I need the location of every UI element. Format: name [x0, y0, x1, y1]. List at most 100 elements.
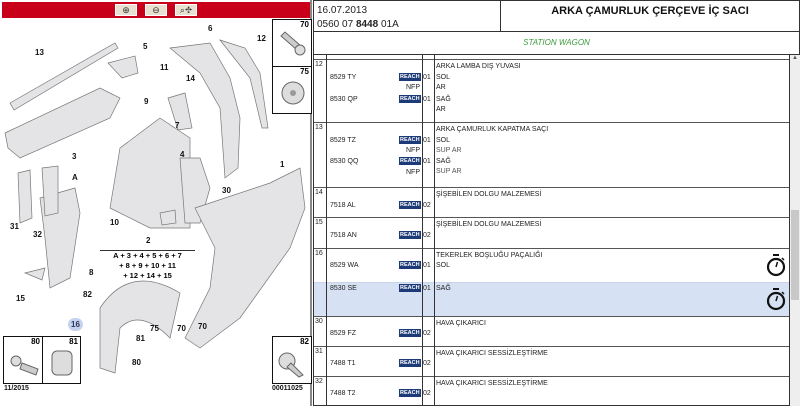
part-note: AR	[436, 106, 446, 113]
callout-label: 1	[280, 160, 285, 169]
quantity: 02	[423, 390, 431, 397]
reach-badge: REACH	[399, 329, 421, 337]
callout-label: 4	[180, 150, 185, 159]
part-number[interactable]: 7518 AN	[330, 232, 357, 239]
part-number[interactable]: 8530 SE	[330, 285, 357, 292]
item-number: 30	[315, 318, 323, 325]
part-description: HAVA ÇIKARICI SESSİZLEŞTİRME	[436, 350, 548, 357]
ref-suffix: 01A	[378, 19, 399, 30]
fastener-box-75: 75	[272, 66, 312, 114]
assembly-formula: A + 3 + 4 + 5 + 6 + 7 + 8 + 9 + 10 + 11 …	[100, 250, 195, 281]
scroll-up-icon[interactable]: ▲	[792, 55, 798, 61]
reach-badge: REACH	[399, 261, 421, 269]
callout-label: 7	[175, 121, 180, 130]
quantity: 01	[423, 137, 431, 144]
part-number[interactable]: 8530 QP	[330, 96, 358, 103]
stopwatch-icon[interactable]	[765, 287, 787, 311]
parts-list-panel: 16.07.2013 0560 07 8448 01A ARKA ÇAMURLU…	[313, 0, 800, 406]
part-description: HAVA ÇIKARICI	[436, 320, 486, 327]
zoom-fit-icon[interactable]: ⌕✥	[175, 4, 197, 16]
parts-header: 16.07.2013 0560 07 8448 01A ARKA ÇAMURLU…	[313, 0, 800, 32]
part-number[interactable]: 8529 WA	[330, 262, 359, 269]
part-description: ARKA ÇAMURLUK KAPATMA SAÇI	[436, 126, 549, 133]
ref-bold: 8448	[355, 19, 379, 30]
reach-badge: REACH	[399, 359, 421, 367]
callout-label: 3	[72, 152, 77, 161]
page-title: ARKA ÇAMURLUK ÇERÇEVE İÇ SACI	[551, 5, 749, 17]
callout-label: 75	[150, 324, 159, 333]
part-description: ŞİŞEBİLEN DOLGU MALZEMESİ	[436, 221, 542, 228]
callout-label: 81	[136, 334, 145, 343]
callout-label: 14	[186, 74, 195, 83]
callout-label-selected[interactable]: 16	[68, 318, 83, 331]
part-side: SAĞ	[436, 96, 451, 103]
callout-label: 32	[33, 230, 42, 239]
part-number[interactable]: 7518 AL	[330, 202, 356, 209]
part-side: SAĞ	[436, 285, 451, 292]
part-description: HAVA ÇIKARICI SESSİZLEŞTİRME	[436, 380, 548, 387]
scrollbar-thumb[interactable]	[791, 210, 799, 300]
callout-label: 8	[89, 268, 94, 277]
part-description: ARKA LAMBA DIŞ YUVASI	[436, 63, 521, 70]
callout-label: 2	[146, 236, 151, 245]
part-note: AR	[436, 84, 446, 91]
formula-line: A + 3 + 4 + 5 + 6 + 7	[113, 251, 182, 260]
box-number: 75	[300, 67, 309, 76]
zoom-out-icon[interactable]: ⊖	[145, 4, 167, 16]
table-row-selected[interactable]: 8530 SE REACH 01 SAĞ	[314, 282, 789, 316]
zoom-in-icon[interactable]: ⊕	[115, 4, 137, 16]
reach-badge: REACH	[399, 136, 421, 144]
reach-badge: REACH	[399, 284, 421, 292]
callout-label: 31	[10, 222, 19, 231]
formula-line: + 12 + 14 + 15	[123, 271, 172, 280]
quantity: 02	[423, 202, 431, 209]
reach-badge: REACH	[399, 157, 421, 165]
diagram-toolbar: ⊕ ⊖ ⌕✥	[2, 2, 310, 18]
callout-label: 70	[198, 322, 207, 331]
stopwatch-icon[interactable]	[765, 253, 787, 277]
table-row[interactable]: 15 ŞİŞEBİLEN DOLGU MALZEMESİ 7518 AN REA…	[314, 217, 789, 248]
box-number: 81	[69, 337, 78, 346]
callout-label: 13	[35, 48, 44, 57]
table-row[interactable]: 32 HAVA ÇIKARICI SESSİZLEŞTİRME 7488 T2 …	[314, 376, 789, 405]
table-scrollbar[interactable]: ▲	[790, 54, 800, 406]
table-row[interactable]: 14 ŞİŞEBİLEN DOLGU MALZEMESİ 7518 AL REA…	[314, 187, 789, 217]
item-number: 13	[315, 124, 323, 131]
ref-prefix: 0560 07	[317, 19, 356, 30]
part-number[interactable]: 8530 QQ	[330, 158, 359, 165]
callout-label: 11	[160, 63, 169, 72]
part-number[interactable]: 8529 FZ	[330, 330, 357, 337]
quantity: 01	[423, 74, 431, 81]
part-description: TEKERLEK BOŞLUĞU PAÇALIĞI	[436, 252, 543, 259]
callout-label: 70	[177, 324, 186, 333]
part-number[interactable]: 8529 TY	[330, 74, 357, 81]
part-note: SUP AR	[436, 147, 462, 154]
table-row[interactable]: 12 ARKA LAMBA DIŞ YUVASI 8529 TY REACH 0…	[314, 59, 789, 121]
item-number: 31	[315, 348, 323, 355]
vehicle-variant: STATION WAGON	[313, 32, 800, 54]
table-row[interactable]: 16 TEKERLEK BOŞLUĞU PAÇALIĞI 8529 WA REA…	[314, 248, 789, 282]
item-number: 14	[315, 189, 323, 196]
fastener-box-81: 81	[42, 336, 81, 384]
catalog-date: 16.07.2013	[317, 5, 368, 16]
part-number[interactable]: 8529 TZ	[330, 137, 356, 144]
callout-label: 80	[132, 358, 141, 367]
quantity: 01	[423, 96, 431, 103]
box-number: 70	[300, 20, 309, 29]
part-side: SOL	[436, 137, 451, 144]
nfp-flag: NFP	[406, 169, 420, 176]
part-side: SOL	[436, 262, 451, 269]
callout-label: 6	[208, 24, 213, 33]
formula-line: + 8 + 9 + 10 + 11	[119, 261, 176, 270]
reach-badge: REACH	[399, 389, 421, 397]
part-note: SUP AR	[436, 168, 462, 175]
part-number[interactable]: 7488 T2	[330, 390, 356, 397]
screw-icon	[280, 31, 306, 56]
fastener-box-70: 70	[272, 19, 312, 67]
part-number[interactable]: 7488 T1	[330, 360, 356, 367]
table-row[interactable]: 31 HAVA ÇIKARICI SESSİZLEŞTİRME 7488 T1 …	[314, 346, 789, 376]
part-side: SOL	[436, 74, 451, 81]
table-row[interactable]: 13 ARKA ÇAMURLUK KAPATMA SAÇI 8529 TZ RE…	[314, 122, 789, 186]
callout-label: A	[72, 173, 78, 182]
table-row[interactable]: 30 HAVA ÇIKARICI 8529 FZ REACH 02	[314, 316, 789, 346]
